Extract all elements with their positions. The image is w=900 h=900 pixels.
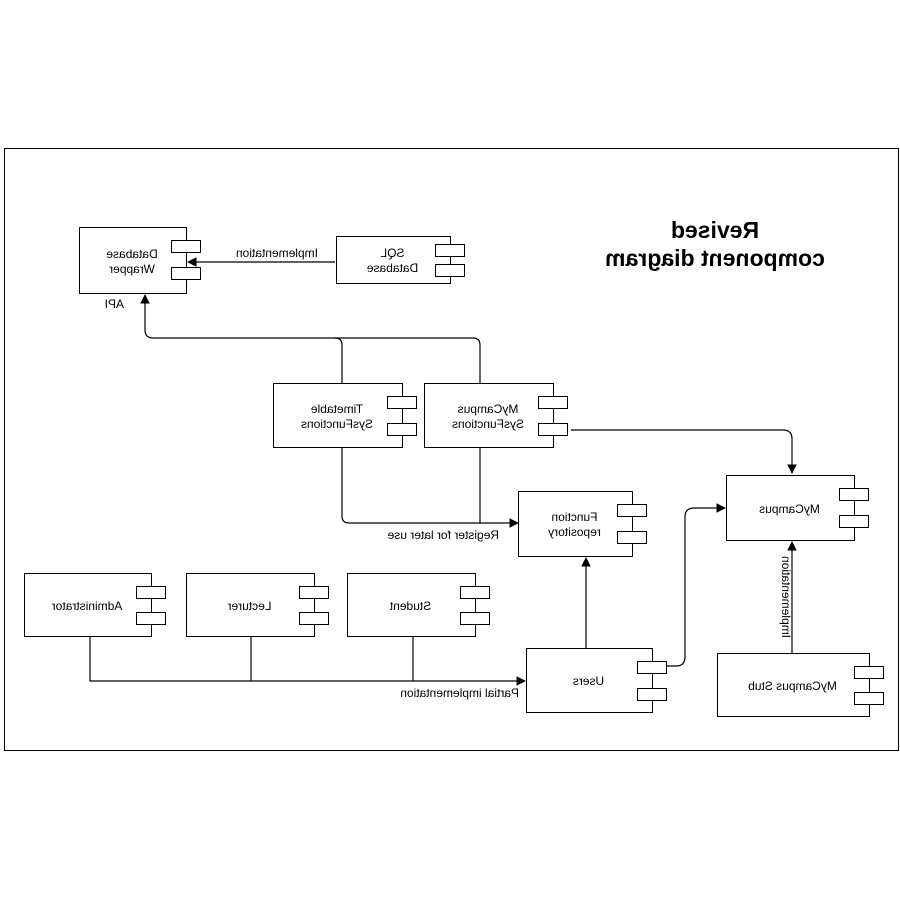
edge-label-partial: Partial implementation (400, 686, 519, 700)
component-database-wrapper[interactable]: Database Wrapper (79, 227, 201, 294)
component-label: Lecturer (227, 598, 272, 613)
component-function-repository[interactable]: Function repository (518, 491, 647, 557)
edge-label-implementation-sql: Implementation (235, 246, 318, 260)
edge-timetable-to-api (140, 294, 343, 383)
component-label: Users (572, 674, 605, 688)
component-label: Function repository (548, 510, 601, 539)
component-mycampus-stub[interactable]: MyCampus Stub (717, 653, 884, 717)
diagram-title: Revised component diagram (605, 217, 825, 271)
edge-users-to-mycampus (653, 503, 726, 667)
component-mycampus-sysfunctions[interactable]: MyCampus SysFunctions (424, 383, 568, 448)
component-student[interactable]: Student (347, 573, 490, 637)
component-lecturer[interactable]: Lecturer (186, 573, 329, 637)
component-label: Administrator (51, 598, 123, 613)
edge-label-implementation-stub: Implementation (778, 555, 793, 639)
component-label: SQL Database (366, 246, 419, 275)
component-sql-database[interactable]: SQL Database (336, 236, 465, 284)
component-users[interactable]: Users (526, 648, 667, 713)
edge-administrator-partial (89, 637, 526, 686)
component-label: Database Wrapper (106, 246, 158, 276)
component-timetable-sysfunctions[interactable]: Timetable SysFunctions (273, 383, 417, 448)
component-label: MyCampus SysFunctions (451, 401, 525, 431)
component-label: Student (389, 598, 432, 613)
edge-mycampus-sys-to-api (335, 337, 481, 383)
component-administrator[interactable]: Administrator (24, 573, 166, 637)
edge-mycampus-sys-to-mycampus (571, 429, 797, 474)
component-label: MyCampus (759, 501, 820, 516)
component-label: MyCampus Stub (748, 678, 837, 693)
component-label: Timetable SysFunctions (300, 401, 374, 431)
edge-timetable-register (341, 448, 519, 528)
edge-label-register: Register for later use (387, 528, 499, 542)
component-mycampus[interactable]: MyCampus (726, 475, 869, 541)
edge-label-api: API (104, 297, 124, 311)
